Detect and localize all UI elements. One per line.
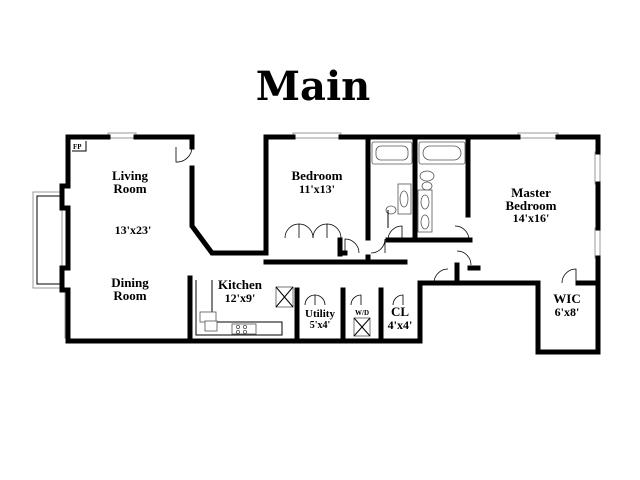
dining-room-label-2: Room [113, 288, 146, 303]
closet-size: 4'x4' [388, 318, 413, 332]
closet-label: CL [391, 304, 409, 319]
living-room-label-1: Living [112, 168, 149, 183]
master-bedroom-label-1: Master [511, 185, 551, 200]
bathroom-fixtures [371, 141, 466, 233]
kitchen-label: Kitchen [218, 277, 263, 292]
floor-title: Main [256, 63, 370, 110]
bedroom-size: 11'x13' [299, 182, 335, 196]
kitchen-fixtures [195, 280, 294, 336]
fireplace-label: FP [73, 143, 82, 151]
utility-size: 5'x4' [310, 320, 331, 331]
bedroom-label: Bedroom [291, 168, 342, 183]
laundry-fixture [353, 317, 371, 337]
wic-label: WIC [553, 291, 580, 306]
living-room-label-2: Room [113, 181, 146, 196]
master-bedroom-label-2: Bedroom [505, 198, 556, 213]
room-labels: Living Room 13'x23' Dining Room Kitchen … [111, 168, 581, 332]
utility-label: Utility [305, 308, 335, 320]
living-dining-size: 13'x23' [115, 223, 152, 237]
master-bedroom-size: 14'x16' [513, 211, 550, 225]
kitchen-size: 12'x9' [225, 291, 256, 305]
doors [175, 146, 577, 306]
bay-window [32, 191, 63, 289]
wic-size: 6'x8' [555, 305, 580, 319]
laundry-label: W/D [355, 309, 369, 317]
fireplace-marker [72, 141, 87, 152]
dining-room-label-1: Dining [111, 275, 149, 290]
